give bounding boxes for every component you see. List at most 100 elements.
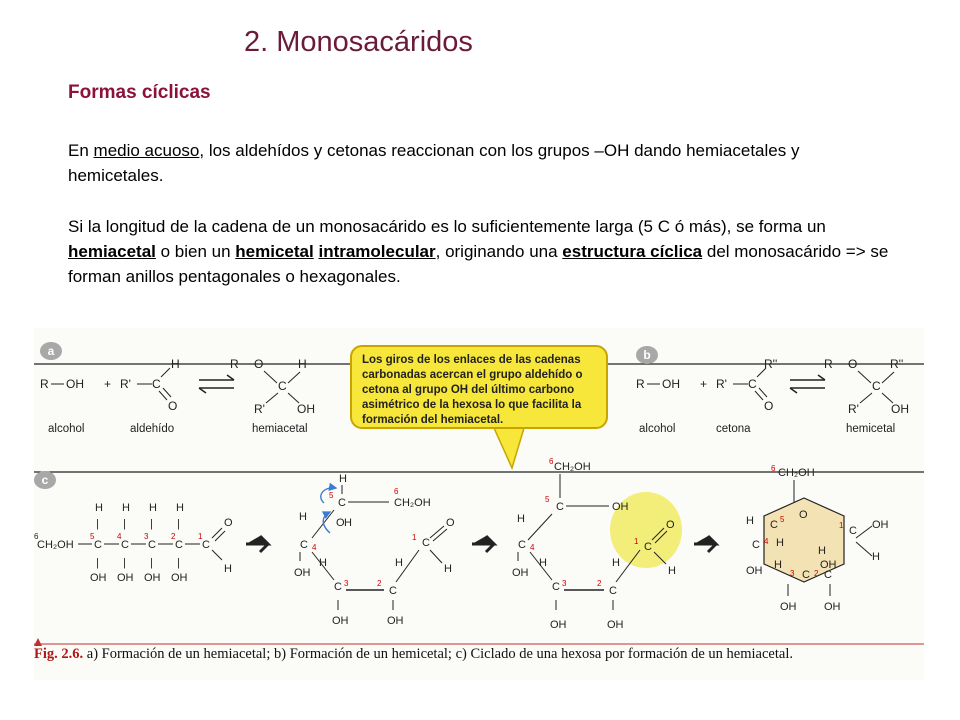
svg-text:C: C: [152, 377, 161, 391]
svg-text:O: O: [799, 509, 808, 521]
svg-text:H: H: [299, 511, 307, 523]
svg-text:4: 4: [530, 543, 535, 552]
svg-text:1: 1: [198, 532, 203, 541]
paragraph-cyclic-structure: Si la longitud de la cadena de un monosa…: [68, 217, 889, 286]
svg-text:C: C: [518, 539, 526, 551]
svg-text:OH: OH: [294, 567, 311, 579]
svg-text:6: 6: [394, 487, 399, 496]
svg-text:C: C: [872, 379, 881, 393]
panel-label-b: b: [636, 346, 658, 364]
svg-text:O: O: [336, 517, 345, 529]
svg-text:OH: OH: [607, 619, 624, 631]
svg-text:O: O: [666, 519, 675, 531]
svg-text:OH: OH: [66, 377, 84, 391]
svg-text:CH₂OH: CH₂OH: [554, 461, 591, 473]
svg-text:c: c: [42, 473, 49, 487]
svg-text:4: 4: [764, 537, 769, 546]
svg-text:OH: OH: [662, 377, 680, 391]
figure-label: Fig. 2.6.: [34, 646, 84, 662]
svg-text:|: |: [177, 557, 180, 569]
svg-text:|: |: [150, 557, 153, 569]
svg-text:O: O: [224, 517, 233, 529]
svg-text:OH: OH: [332, 615, 349, 627]
svg-text:H: H: [395, 557, 403, 569]
svg-text:C: C: [148, 539, 156, 551]
svg-text:OH: OH: [512, 567, 529, 579]
svg-text:3: 3: [144, 532, 149, 541]
svg-text:H: H: [444, 563, 452, 575]
chemistry-diagram: a b c R OH + R' C H O R O H C R' OH: [34, 342, 924, 646]
svg-text:CH₂OH: CH₂OH: [37, 539, 74, 551]
svg-text:O: O: [446, 517, 455, 529]
svg-text:OH: OH: [171, 572, 188, 584]
svg-text:|: |: [123, 518, 126, 530]
svg-text:R': R': [716, 377, 727, 391]
svg-text:C: C: [300, 539, 308, 551]
svg-text:H: H: [776, 537, 784, 549]
figure-hemiacetal-formation: a b c R OH + R' C H O R O H C R' OH: [34, 328, 924, 680]
svg-text:OH: OH: [297, 402, 315, 416]
svg-text:H: H: [319, 557, 327, 569]
svg-text:O: O: [848, 357, 857, 371]
svg-text:OH: OH: [144, 572, 161, 584]
svg-text:O: O: [168, 399, 177, 413]
arrow-icon: [694, 534, 720, 554]
svg-text:4: 4: [117, 532, 122, 541]
svg-text:OH: OH: [780, 601, 797, 613]
svg-text:6: 6: [549, 457, 554, 466]
svg-text:CH₂OH: CH₂OH: [394, 497, 431, 509]
svg-text:H: H: [149, 502, 157, 514]
svg-text:R'': R'': [764, 357, 777, 371]
svg-text:R: R: [230, 357, 239, 371]
term-intramolecular: intramolecular: [318, 242, 436, 261]
svg-text:H: H: [774, 559, 782, 571]
svg-text:OH: OH: [872, 519, 889, 531]
term-cyclic-structure: estructura cíclica: [562, 242, 703, 261]
svg-text:5: 5: [329, 491, 334, 500]
svg-text:C: C: [824, 569, 832, 581]
svg-text:2: 2: [377, 579, 382, 588]
callout-note: Los giros de los enlaces de las cadenas …: [350, 345, 608, 429]
svg-text:6: 6: [771, 464, 776, 473]
svg-text:R': R': [848, 402, 859, 416]
svg-text:3: 3: [344, 579, 349, 588]
svg-text:H: H: [746, 515, 754, 527]
svg-text:O: O: [254, 357, 263, 371]
svg-text:C: C: [334, 581, 342, 593]
term-hemicetal: hemicetal: [235, 242, 314, 261]
paragraph-aqueous-medium: En medio acuoso, los aldehídos y cetonas…: [68, 141, 800, 185]
svg-text:OH: OH: [612, 501, 629, 513]
svg-text:OH: OH: [824, 601, 841, 613]
svg-text:R': R': [254, 402, 265, 416]
svg-text:|: |: [96, 557, 99, 569]
term-hemiacetal: hemiacetal: [68, 242, 156, 261]
svg-text:H: H: [95, 502, 103, 514]
svg-text:a: a: [48, 344, 55, 358]
svg-text:|: |: [150, 518, 153, 530]
svg-text:5: 5: [90, 532, 95, 541]
svg-text:H: H: [122, 502, 130, 514]
svg-text:H: H: [668, 565, 676, 577]
svg-text:OH: OH: [820, 559, 837, 571]
svg-text:2: 2: [814, 569, 819, 578]
svg-text:C: C: [121, 539, 129, 551]
reaction-b: R OH + R' C R'' O R O R'' C R' OH alcoho…: [636, 357, 909, 435]
svg-text:OH: OH: [550, 619, 567, 631]
svg-text:H: H: [872, 551, 880, 563]
svg-text:alcohol: alcohol: [639, 423, 675, 435]
figure-caption-text: a) Formación de un hemiacetal; b) Formac…: [83, 646, 793, 662]
svg-text:C: C: [202, 539, 210, 551]
svg-text:C: C: [752, 539, 760, 551]
svg-text:4: 4: [312, 543, 317, 552]
svg-text:C: C: [552, 581, 560, 593]
svg-text:R: R: [636, 377, 645, 391]
svg-text:R: R: [824, 357, 833, 371]
svg-text:3: 3: [790, 569, 795, 578]
svg-text:H: H: [612, 557, 620, 569]
svg-text:C: C: [770, 519, 778, 531]
svg-text:b: b: [643, 348, 650, 362]
page-title: 2. Monosacáridos: [244, 26, 473, 58]
arrow-icon: [246, 534, 272, 554]
